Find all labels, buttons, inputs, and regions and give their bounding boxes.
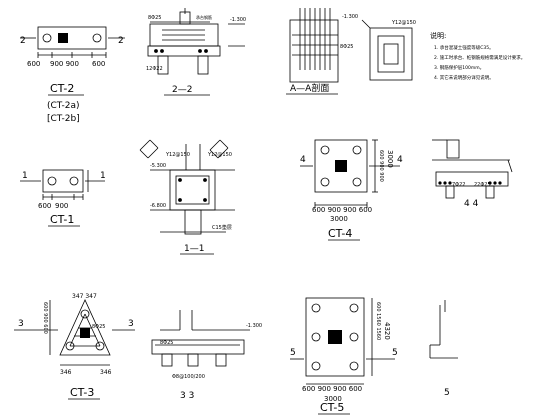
ct2-dim-right: 600 xyxy=(92,60,105,68)
elev-33: -1.300 xyxy=(246,323,262,329)
ct2-mark-right: 2 xyxy=(118,36,124,46)
ct2-dim-mid: 900 900 xyxy=(50,60,79,68)
ct5-mark-right: 5 xyxy=(392,348,398,358)
ct1-title: CT-1 xyxy=(50,213,74,226)
ct5-dim-side-total: 4320 xyxy=(383,322,391,340)
notes-item-3: 3. 钢筋保护层100mm。 xyxy=(434,64,484,71)
ct4-title: CT-4 xyxy=(328,227,352,240)
elev-aa: -1.300 xyxy=(342,14,358,20)
notes-item-2: 2. 施工时承台、桩钢筋规格需满足设计要求。 xyxy=(434,54,525,61)
section-3-3-drawing xyxy=(151,310,250,367)
elev-11a: -5.300 xyxy=(150,163,166,169)
ct5-plan xyxy=(290,297,395,385)
ct5-dim-total: 3000 xyxy=(324,395,342,403)
section-4-4-drawing xyxy=(432,139,513,199)
notes-title: 说明: xyxy=(430,31,446,40)
ct5-title: CT-5 xyxy=(320,401,344,414)
ct1-dim-left: 600 xyxy=(38,202,51,210)
section-5-5-drawing xyxy=(429,300,458,359)
ct5-dim-side: 600 1560 1560 xyxy=(375,302,381,340)
notes-item-1: 1. 承台混凝土强度等级C35。 xyxy=(434,44,494,51)
section-aa-title: A—A剖面 xyxy=(290,82,329,94)
bar-1222-22: 12Φ22 xyxy=(146,66,163,72)
ct3-dim-bottom: 346 xyxy=(60,369,72,376)
bar-44b: 22Φ25 xyxy=(474,182,491,188)
bar-aa-2: 8Φ25 xyxy=(340,44,353,50)
ct1-dim-mid: 900 xyxy=(55,202,68,210)
ct3-plan xyxy=(14,299,135,366)
ct4-dim-side-total: 3000 xyxy=(386,150,394,168)
bar-8025-22: 8Φ25 xyxy=(148,15,161,21)
ct3-dim-top: 347 347 xyxy=(72,293,97,300)
ct1-plan xyxy=(20,169,105,200)
section-3-3-title: 3 3 xyxy=(180,391,194,401)
section-2-2-drawing xyxy=(147,8,245,75)
stirrup-33: Φ8@100/200 xyxy=(172,374,205,380)
section-aa-drawing xyxy=(289,8,413,83)
ct4-plan xyxy=(300,139,400,208)
section-5-5-title: 5 xyxy=(444,388,450,398)
ct2b-label: [CT-2b] xyxy=(47,114,80,124)
ct2-title: CT-2 xyxy=(50,82,74,95)
c15-note: C15垫层 xyxy=(212,224,232,231)
section-2-2-title: 2—2 xyxy=(172,85,192,95)
elev-11b: -6.800 xyxy=(150,203,166,209)
ct4-mark-left: 4 xyxy=(300,155,306,165)
bar-44: 7Φ22 xyxy=(452,182,465,188)
ct3-title: CT-3 xyxy=(70,386,94,399)
ct1-mark-left: 1 xyxy=(22,171,28,181)
ct2-dim-left: 600 xyxy=(27,60,40,68)
ct4-mark-right: 4 xyxy=(397,155,403,165)
notes-item-4: 4. 其它未说明部分详见说明。 xyxy=(434,74,494,81)
stirrup-11b: Y12@150 xyxy=(207,152,232,158)
elev-22: -1.300 xyxy=(230,17,246,23)
ct5-mark-left: 5 xyxy=(290,348,296,358)
bar-33: 8Φ25 xyxy=(160,340,173,346)
ct2-mark-left: 2 xyxy=(20,36,26,46)
ct1-mark-right: 1 xyxy=(100,171,106,181)
section-1-1-title: 1—1 xyxy=(184,244,204,254)
ct4-dim-bottom: 600 900 900 600 xyxy=(312,206,372,214)
ct2a-label: (CT-2a) xyxy=(47,101,79,111)
ct3-mark-left: 3 xyxy=(18,319,24,329)
ct4-dim-side: 600 900 900 xyxy=(378,150,384,182)
ct3-dim-side: 600 900 600 xyxy=(42,302,48,334)
ct2-plan xyxy=(20,26,125,58)
ct3-dim-bottom-right: 346 xyxy=(100,369,112,376)
stirrup-11a: Y12@150 xyxy=(165,152,190,158)
rebar-note-22: 承台钢筋 xyxy=(196,14,212,20)
section-1-1-drawing xyxy=(139,139,235,235)
ct3-bar: 8Φ25 xyxy=(92,324,105,330)
bar-aa: Y12@150 xyxy=(391,20,416,26)
ct5-dim-bottom: 600 900 900 600 xyxy=(302,385,362,393)
ct3-mark-right: 3 xyxy=(128,319,134,329)
section-4-4-title: 4 4 xyxy=(464,199,479,209)
ct4-dim-total: 3000 xyxy=(330,215,348,223)
